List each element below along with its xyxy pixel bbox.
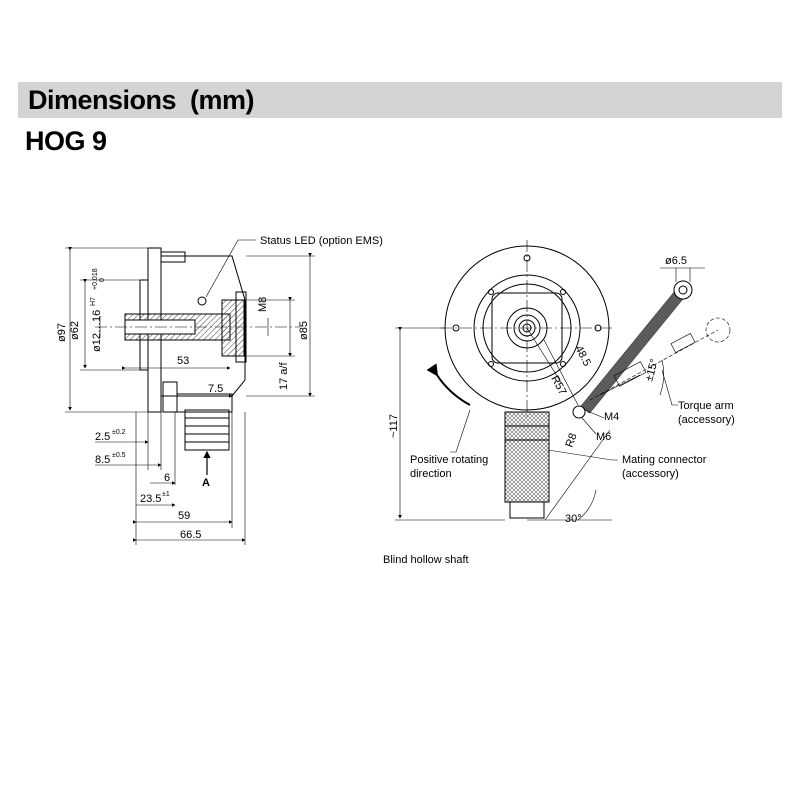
dim-48-5: 48.5 <box>572 344 593 369</box>
dim-2-5: 2.5 <box>95 431 110 443</box>
dim-7-5: 7.5 <box>208 383 223 395</box>
dim-r57: R57 <box>548 374 568 397</box>
mating-connector <box>504 411 550 503</box>
dim-23-5-tolerance: ±1 <box>162 491 170 498</box>
dim-8-5-tolerance: ±0.5 <box>112 452 126 459</box>
dim-53: 53 <box>177 355 189 367</box>
model-title: HOG 9 <box>25 126 107 156</box>
connector-body <box>184 409 230 451</box>
dim-8-5: 8.5 <box>95 454 110 466</box>
header-bar: Dimensions (mm) <box>18 82 782 118</box>
caption-blind-hollow-shaft: Blind hollow shaft <box>383 554 469 566</box>
torque-arm-base <box>572 405 586 419</box>
connector-housing <box>162 381 178 413</box>
view-marker-a: A <box>202 477 210 489</box>
page-title: Dimensions (mm) <box>28 85 255 115</box>
status-led <box>197 296 207 306</box>
dim-30deg: 30° <box>565 513 582 525</box>
dim-diameter-97: ø97 <box>56 323 68 342</box>
dim-59: 59 <box>178 510 190 522</box>
dim-m8: M8 <box>257 297 269 312</box>
dim-tolerance-upper: +0.018 <box>92 268 99 290</box>
torque-arm-eye <box>673 280 693 300</box>
clamp-ring <box>221 299 245 357</box>
dim-diameter-12-16: ø12…16 <box>91 310 103 352</box>
connector-callout: Mating connector <box>622 454 707 466</box>
dim-diameter-6-5: ø6.5 <box>665 255 687 267</box>
status-led-callout: Status LED (option EMS) <box>260 235 383 247</box>
mount-hole <box>452 324 460 332</box>
dim-2-5-tolerance: ±0.2 <box>112 429 126 436</box>
dim-6: 6 <box>164 472 170 484</box>
front-view <box>395 240 731 521</box>
dim-117: ~117 <box>388 414 400 438</box>
dim-diameter-62: ø62 <box>69 321 81 340</box>
dim-diameter-85: ø85 <box>298 321 310 340</box>
top-bracket <box>161 251 186 263</box>
side-view <box>65 239 315 545</box>
torque-arm-callout-sub: (accessory) <box>678 414 735 426</box>
dim-17af: 17 a/f <box>278 362 290 390</box>
dim-15deg: ±15° <box>643 358 660 383</box>
rotation-callout-sub: direction <box>410 468 452 480</box>
dim-tolerance-lower: 0 <box>99 278 106 282</box>
dim-66-5: 66.5 <box>180 529 201 541</box>
dim-m4: M4 <box>604 411 619 423</box>
connector-callout-sub: (accessory) <box>622 468 679 480</box>
dim-m6: M6 <box>596 431 611 443</box>
torque-arm-callout: Torque arm <box>678 400 734 412</box>
dim-tolerance-h7: H7 <box>90 297 97 306</box>
rotation-callout: Positive rotating <box>410 454 488 466</box>
dim-23-5: 23.5 <box>140 493 161 505</box>
dim-r8: R8 <box>564 432 580 449</box>
